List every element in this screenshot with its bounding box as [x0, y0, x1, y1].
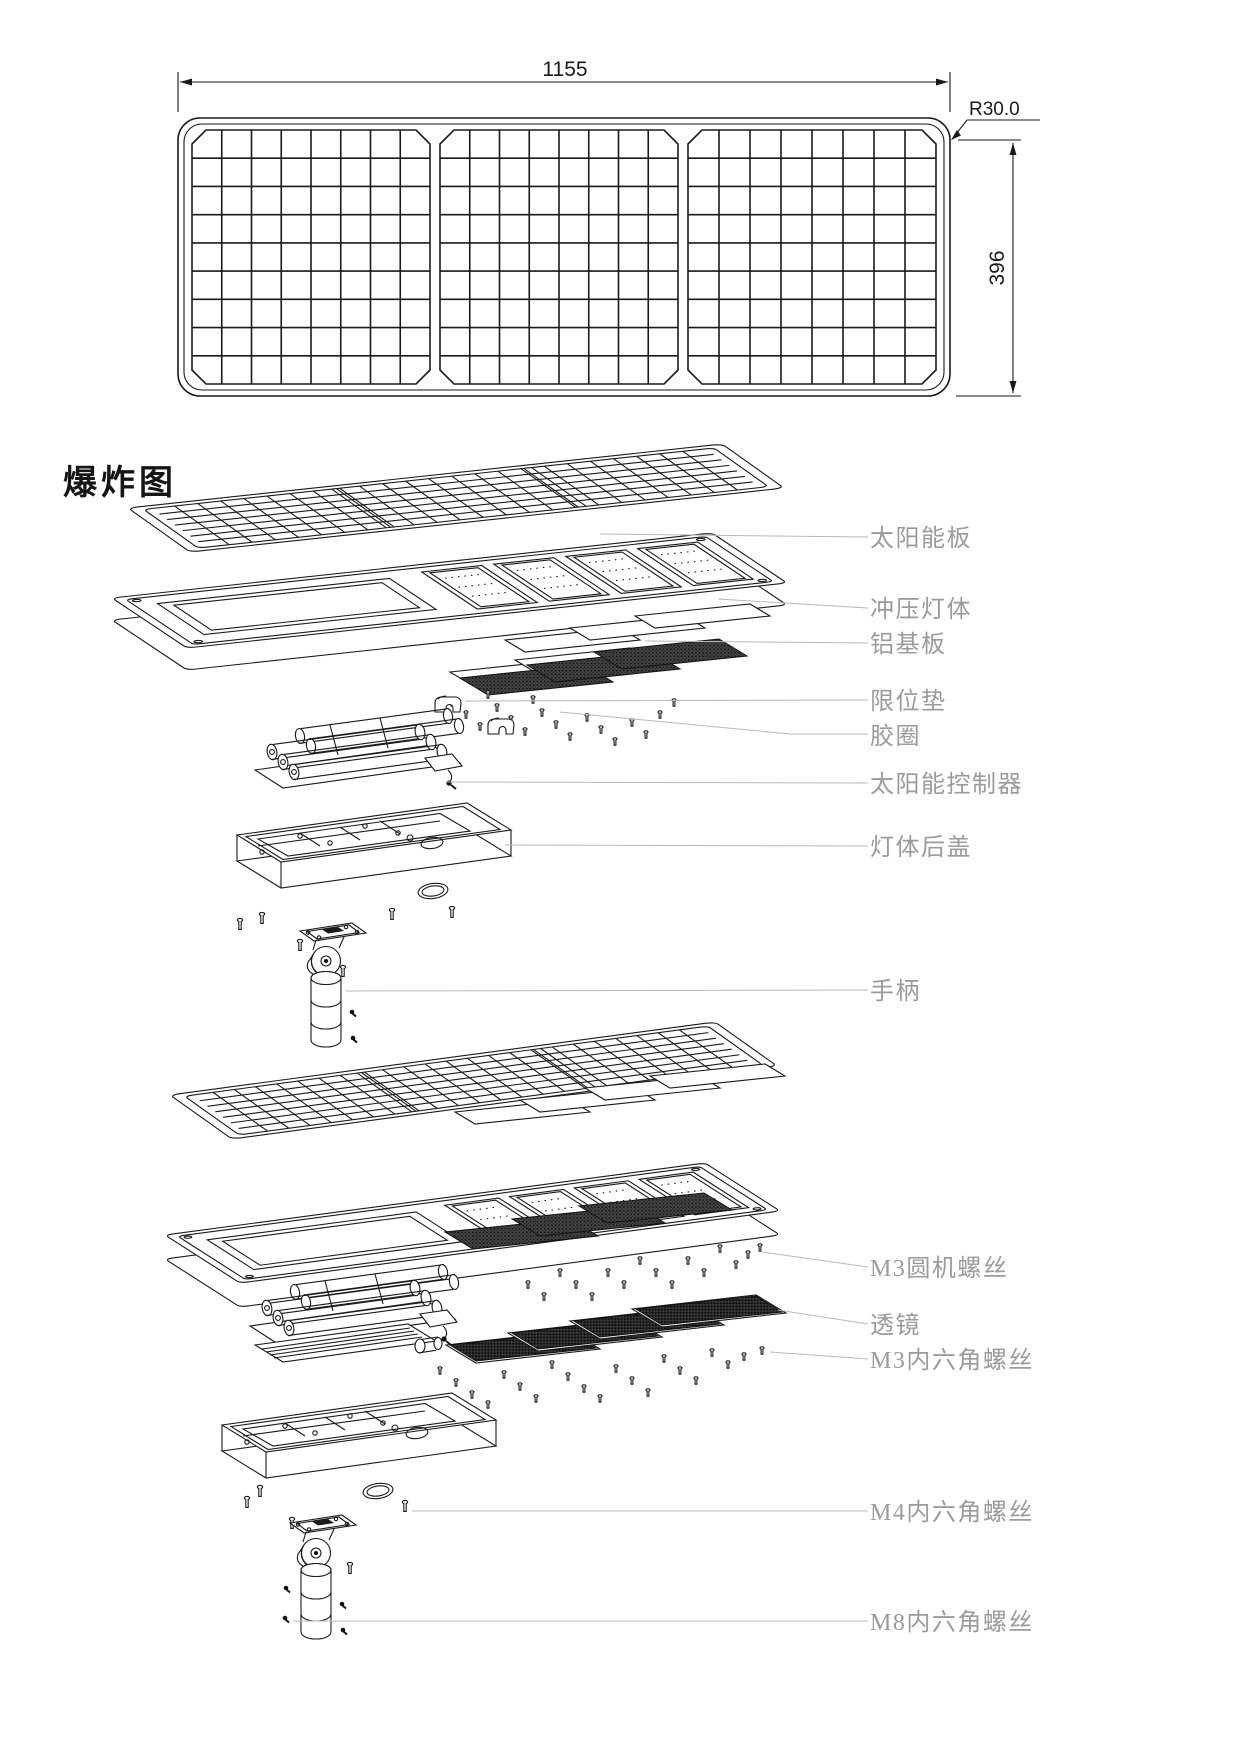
- leader-controller: [447, 782, 868, 783]
- radius-callout: R30.0: [951, 99, 1040, 140]
- exploded-assembly-upper: [110, 442, 789, 1047]
- part-label-lens: 透镜: [870, 1313, 921, 1340]
- part-label-back-cover: 灯体后盖: [870, 835, 972, 862]
- part-label-limit-pad: 限位垫: [870, 689, 947, 716]
- panel-cell-section-3: [688, 130, 936, 384]
- part-label-m4-hex-screw: M4内六角螺丝: [870, 1500, 1034, 1527]
- lamp-back-cover: [236, 802, 512, 889]
- leader-limit-pad: [465, 700, 868, 701]
- leader-lamp-body: [718, 599, 868, 608]
- cover-screws: [236, 905, 456, 977]
- exploded-view-title: 爆炸图: [63, 464, 177, 502]
- leader-handle: [346, 990, 868, 991]
- sealing-ring-2: [362, 1481, 394, 1500]
- stamped-lamp-body: [110, 531, 789, 670]
- panel-cell-section-1: [192, 130, 430, 384]
- sealing-ring: [417, 881, 449, 900]
- dimension-height-value: 396: [986, 250, 1009, 285]
- exploded-assembly-lower: [163, 1020, 786, 1639]
- dimension-width: 1155: [178, 58, 950, 112]
- part-label-controller: 太阳能控制器: [870, 772, 1023, 799]
- rubber-gaskets-2: [445, 1193, 732, 1249]
- leader-m3-round: [762, 1252, 868, 1267]
- part-label-aluminum-plate: 铝基板: [870, 632, 947, 659]
- panel-inner-frame: [184, 124, 944, 390]
- part-label-solar-panel: 太阳能板: [870, 526, 972, 553]
- solar-panel-front-view: 1155 R30.0 396: [178, 58, 1040, 396]
- panel-outer-frame: [178, 118, 950, 396]
- solar-controller: [254, 706, 466, 790]
- leader-gasket: [560, 712, 868, 734]
- leader-back-cover: [505, 845, 868, 846]
- panel-cell-section-2: [440, 130, 678, 384]
- rubber-gaskets: [460, 639, 747, 695]
- part-label-lamp-body: 冲压灯体: [870, 597, 972, 624]
- handle-part-2: [290, 1515, 356, 1639]
- dimension-width-value: 1155: [542, 58, 587, 81]
- lamp-back-cover-2: [221, 1392, 497, 1479]
- leader-lens: [778, 1310, 868, 1324]
- solar-controller-2: [249, 1262, 461, 1362]
- leader-lines: [293, 534, 868, 1621]
- leader-solar-panel: [600, 534, 868, 537]
- part-label-m8-hex-screw: M8内六角螺丝: [870, 1610, 1034, 1637]
- m8-hex-bolts: [281, 1584, 291, 1624]
- part-label-handle: 手柄: [870, 979, 921, 1006]
- lens-strips: [446, 1295, 786, 1363]
- part-label-gasket: 胶圈: [870, 724, 921, 751]
- leader-aluminum-plate: [645, 641, 868, 643]
- aluminum-base-plates-2: [455, 1064, 785, 1124]
- radius-value: R30.0: [969, 99, 1020, 120]
- part-label-m3-round-screw: M3圆机螺丝: [870, 1256, 1009, 1283]
- dimension-height: 396: [956, 140, 1021, 396]
- gasket-screws: [449, 690, 677, 746]
- handle-part: [300, 923, 366, 1047]
- part-label-m3-hex-screw: M3内六角螺丝: [870, 1348, 1034, 1375]
- leader-m3-hex: [770, 1352, 868, 1359]
